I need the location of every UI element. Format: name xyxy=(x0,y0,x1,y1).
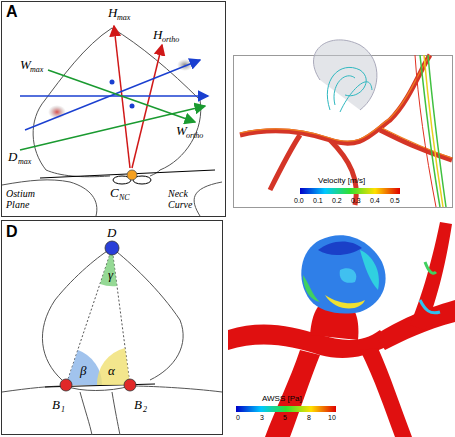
subscript: 1 xyxy=(61,406,65,414)
tick-label: 0.4 xyxy=(370,197,380,204)
tick-label: 3 xyxy=(260,414,264,421)
symbol: D xyxy=(107,226,116,240)
symbol: W xyxy=(176,124,187,138)
tick-label: 0.0 xyxy=(294,197,304,204)
subscript: ortho xyxy=(162,36,179,44)
tick-label: 8 xyxy=(307,414,311,421)
tick-label: 0.5 xyxy=(390,197,400,204)
symbol: W xyxy=(20,58,31,72)
symbol: C xyxy=(110,186,119,200)
subscript: ortho xyxy=(186,132,203,140)
tick-label: 0 xyxy=(236,414,240,421)
panel-letter: A xyxy=(6,4,18,21)
symbol: H xyxy=(108,6,117,20)
tick-label: 0.2 xyxy=(332,197,342,204)
angle-label: γ xyxy=(108,268,113,282)
symbol: B xyxy=(134,398,142,412)
plane-label: Ostium Plane xyxy=(6,189,46,210)
angle-label: α xyxy=(108,364,115,378)
colorbar-title: AWSS [Pa] xyxy=(262,395,302,403)
curve-label: Neck Curve xyxy=(168,189,208,210)
tick-label: 0.3 xyxy=(351,197,361,204)
subscript: max xyxy=(117,14,130,22)
subscript: NC xyxy=(119,194,130,202)
subscript: max xyxy=(30,66,43,74)
panel-letter: D xyxy=(6,224,18,241)
subscript: 2 xyxy=(143,406,147,414)
symbol: B xyxy=(52,398,60,412)
tick-label: 0.1 xyxy=(313,197,323,204)
colorbar-title: Velocity [m/s] xyxy=(318,177,365,185)
symbol: H xyxy=(153,28,162,42)
symbol: D xyxy=(8,150,17,164)
tick-label: 5 xyxy=(283,414,287,421)
angle-label: β xyxy=(80,364,86,378)
tick-label: 10 xyxy=(328,414,336,421)
subscript: max xyxy=(18,158,31,166)
